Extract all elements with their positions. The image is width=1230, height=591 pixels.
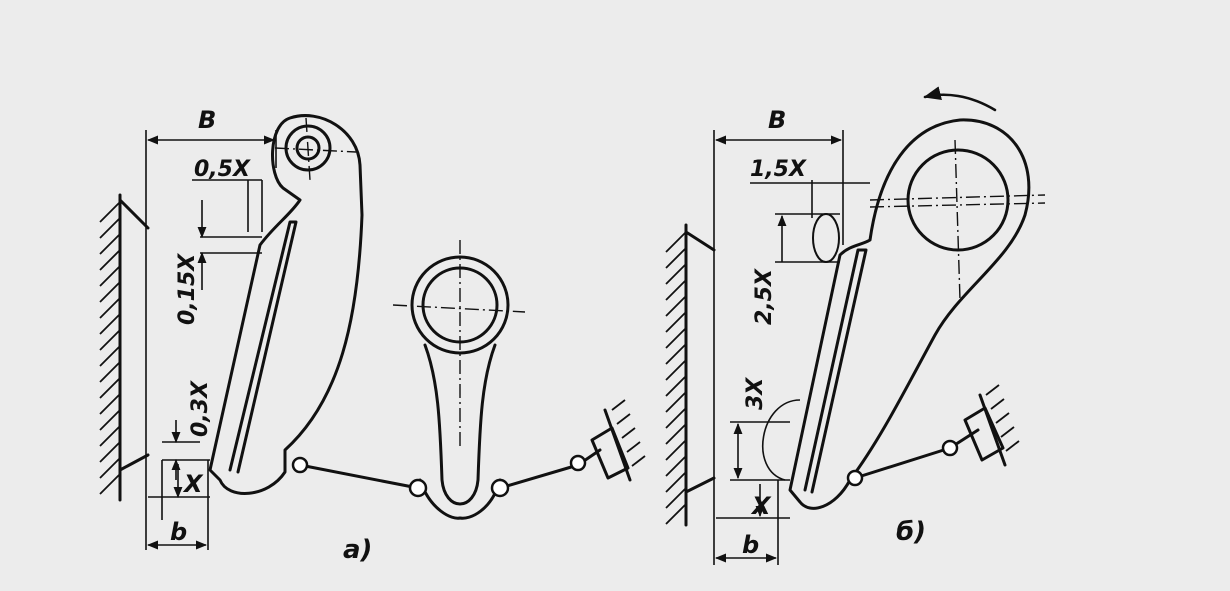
wall-a [99, 193, 150, 502]
toggle-links-a [291, 448, 602, 498]
figure-a: B 0,5X 0,15X 0,3X X b а) [99, 106, 646, 565]
rotation-arrow [923, 86, 997, 112]
dim-label-x-a: X [182, 470, 204, 498]
dimensions-a [145, 130, 277, 550]
figure-a-label: а) [343, 535, 372, 565]
support-a [590, 399, 646, 482]
dim-label-3x: 3X [743, 377, 768, 410]
figure-b: B 1,5X 2,5X 3X X b б) [665, 86, 1046, 565]
dim-label-b-b: b [742, 531, 759, 559]
swing-jaw-a [208, 114, 364, 495]
swing-jaw-b [762, 118, 1046, 510]
dim-label-b-a: b [170, 518, 187, 546]
dim-label-B-a: B [198, 106, 216, 134]
dim-label-2-5x: 2,5X [752, 268, 777, 325]
dimensions-b [713, 130, 870, 565]
wall-hatching-b [665, 231, 687, 525]
figure-b-label: б) [896, 517, 926, 547]
dim-label-0-5x: 0,5X [194, 157, 251, 182]
dim-label-x-b: X [750, 492, 772, 520]
toggle-links-b [846, 428, 980, 487]
support-b [963, 384, 1020, 467]
wall-b [665, 223, 716, 527]
dim-label-1-5x: 1,5X [750, 157, 807, 182]
connecting-rod-a [392, 240, 526, 520]
wall-hatching-a [99, 201, 121, 495]
dim-label-B-b: B [768, 106, 786, 134]
dim-label-0-15x: 0,15X [175, 253, 200, 325]
dim-label-0-3x: 0,3X [188, 380, 213, 437]
